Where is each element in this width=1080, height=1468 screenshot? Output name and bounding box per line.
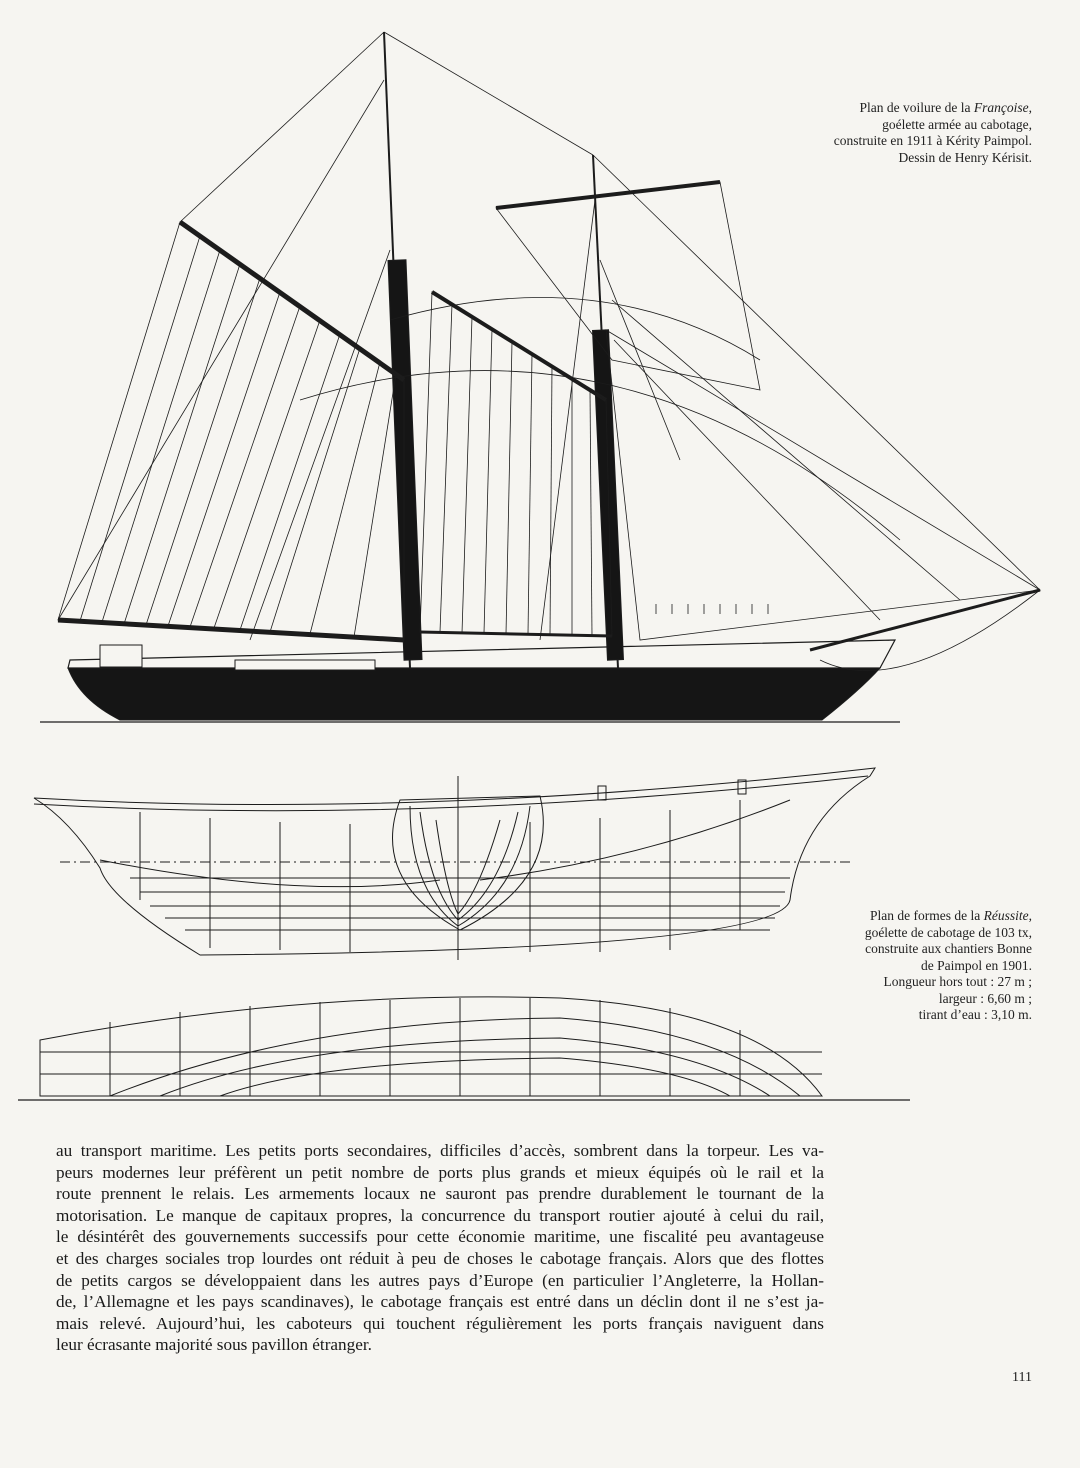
body-line: route prennent le relais. Les armements … bbox=[56, 1184, 824, 1204]
body-line: le désintérêt des gouvernements successi… bbox=[56, 1227, 824, 1247]
lines-plan-caption: Plan de formes de la Réussite, goélette … bbox=[865, 908, 1032, 1024]
ship-name: Françoise bbox=[973, 100, 1029, 115]
body-line: de, l’Allemagne et les pays scandinaves)… bbox=[56, 1292, 824, 1312]
body-line: de petits cargos se développaient dans l… bbox=[56, 1270, 824, 1290]
sail-plan-drawing bbox=[40, 31, 1042, 723]
caption-line: Plan de formes de la Réussite, bbox=[865, 908, 1032, 925]
caption-line: tirant d’eau : 3,10 m. bbox=[918, 1007, 1032, 1022]
caption-line: Longueur hors tout : 27 m ; bbox=[883, 974, 1033, 989]
caption-text: Plan de formes de la bbox=[870, 908, 984, 923]
ship-name: Réussite bbox=[983, 908, 1029, 923]
caption-line: goélette de cabotage de 103 tx, bbox=[864, 924, 1032, 940]
body-line: peurs modernes leur préfèrent un petit n… bbox=[56, 1162, 824, 1182]
caption-text: Plan de voilure de la bbox=[859, 100, 974, 115]
body-line: et des charges sociales trop lourdes ont… bbox=[56, 1248, 824, 1268]
body-paragraph: au transport maritime. Les petits ports … bbox=[56, 1140, 824, 1356]
body-line: mais relevé. Aujourd’hui, les caboteurs … bbox=[56, 1313, 824, 1333]
caption-line: de Paimpol en 1901. bbox=[921, 957, 1032, 973]
caption-line: Dessin de Henry Kérisit. bbox=[898, 149, 1032, 165]
page-number: 111 bbox=[1012, 1370, 1032, 1385]
sail-plan-caption: Plan de voilure de la Françoise, goélett… bbox=[834, 100, 1032, 166]
body-line: au transport maritime. Les petits ports … bbox=[56, 1141, 824, 1160]
body-line: leur écrasante majorité sous pavillon ét… bbox=[56, 1335, 372, 1355]
caption-line: construite aux chantiers Bonne bbox=[865, 941, 1032, 956]
caption-text: , bbox=[1028, 908, 1032, 923]
lines-plan-drawing bbox=[18, 767, 910, 1101]
body-line: motorisation. Le manque de capitaux prop… bbox=[56, 1205, 824, 1225]
caption-text: , bbox=[1028, 100, 1032, 115]
caption-line: Plan de voilure de la Françoise, bbox=[834, 100, 1032, 117]
caption-line: largeur : 6,60 m ; bbox=[938, 990, 1032, 1006]
caption-line: goélette armée au cabotage, bbox=[882, 116, 1032, 132]
caption-line: construite en 1911 à Kérity Paimpol. bbox=[833, 133, 1032, 148]
